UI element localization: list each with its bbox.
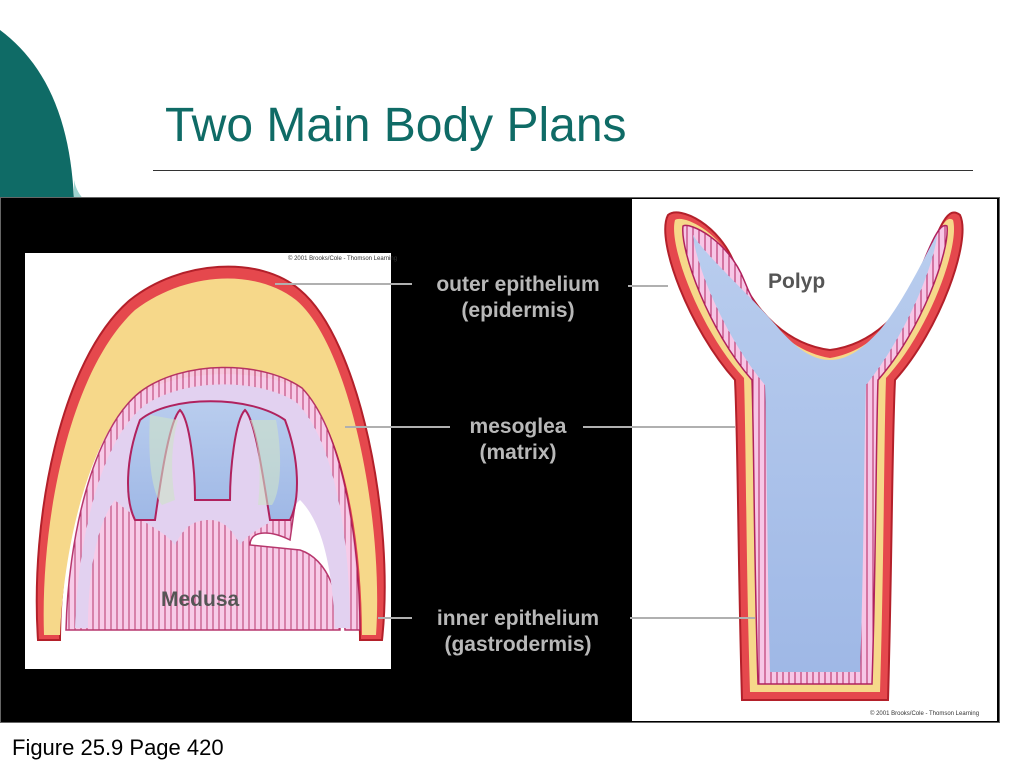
polyp-copyright: © 2001 Brooks/Cole - Thomson Learning xyxy=(870,711,980,717)
label-outer-epithelium-line2: (epidermis) xyxy=(461,299,575,322)
polyp-gastrovascular-cavity xyxy=(693,235,937,672)
leader-lines xyxy=(275,283,755,619)
title-rule xyxy=(153,170,973,171)
medusa-copyright: © 2001 Brooks/Cole - Thomson Learning xyxy=(288,256,398,262)
polyp-label: Polyp xyxy=(768,270,826,293)
label-inner-epithelium: inner epithelium (gastrodermis) xyxy=(408,606,628,658)
polyp-illustration xyxy=(664,211,964,701)
slide-title: Two Main Body Plans xyxy=(165,99,627,152)
label-mesoglea-line1: mesoglea xyxy=(469,415,567,438)
label-inner-epithelium-line1: inner epithelium xyxy=(436,607,600,630)
label-outer-epithelium-line1: outer epithelium xyxy=(436,273,600,296)
label-mesoglea: mesoglea (matrix) xyxy=(408,414,628,466)
label-inner-epithelium-line2: (gastrodermis) xyxy=(444,633,592,656)
label-mesoglea-line2: (matrix) xyxy=(479,441,557,464)
medusa-illustration xyxy=(35,265,386,641)
label-outer-epithelium: outer epithelium (epidermis) xyxy=(408,272,628,324)
figure-caption: Figure 25.9 Page 420 xyxy=(12,735,224,760)
medusa-mesoglea xyxy=(43,278,378,635)
medusa-label: Medusa xyxy=(161,588,240,611)
